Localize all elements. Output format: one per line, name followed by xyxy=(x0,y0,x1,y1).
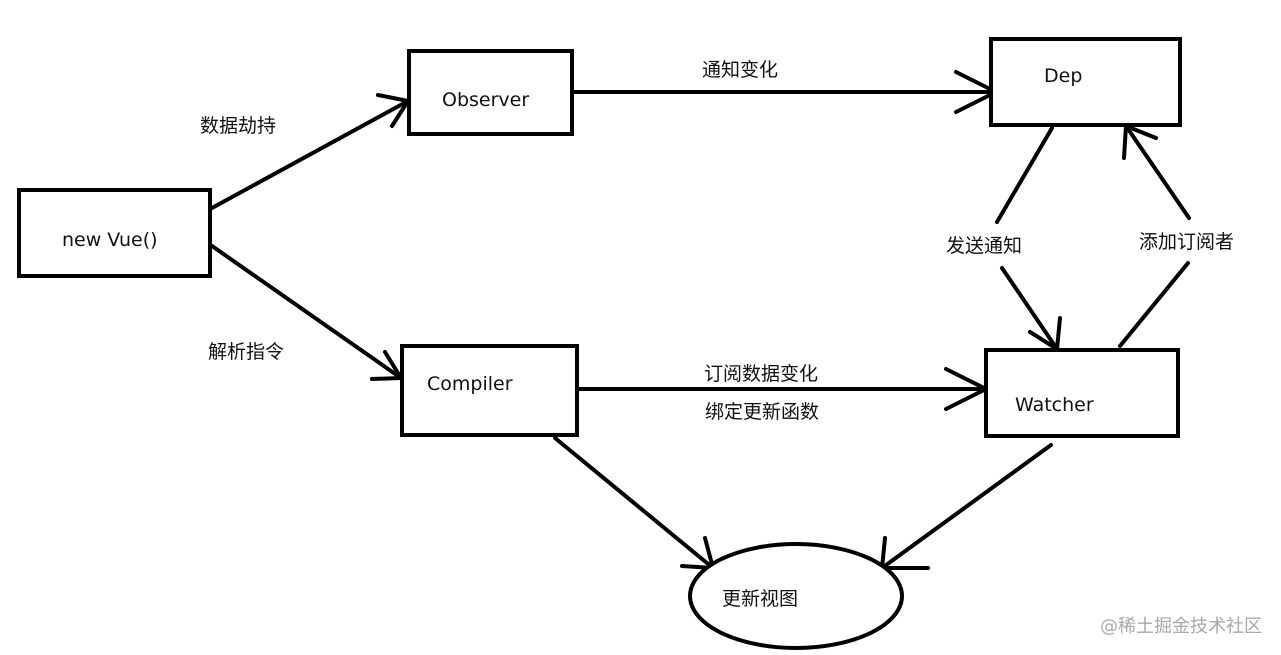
edge-compiler-to-view xyxy=(553,436,715,570)
edge-label-parse-directives: 解析指令 xyxy=(208,341,284,363)
node-update-view: 更新视图 xyxy=(688,542,904,650)
edge-label-notify-change: 通知变化 xyxy=(702,59,778,81)
node-new-vue-label: new Vue() xyxy=(62,229,158,251)
edge-watcher-to-view xyxy=(880,443,1053,570)
node-watcher: Watcher xyxy=(984,348,1180,438)
edge-label-hijack-data: 数据劫持 xyxy=(200,115,276,137)
node-observer: Observer xyxy=(407,49,574,136)
node-watcher-label: Watcher xyxy=(1015,394,1094,416)
node-dep-label: Dep xyxy=(1044,65,1082,87)
node-new-vue: new Vue() xyxy=(17,188,212,278)
node-observer-label: Observer xyxy=(442,89,529,111)
edge-observer-to-dep xyxy=(571,70,998,114)
node-update-view-label: 更新视图 xyxy=(722,588,798,610)
edge-label-bind-update-function: 绑定更新函数 xyxy=(705,401,819,423)
edge-label-subscribe-data-change: 订阅数据变化 xyxy=(704,363,818,385)
node-compiler: Compiler xyxy=(400,344,579,437)
edge-label-add-subscriber: 添加订阅者 xyxy=(1139,231,1234,253)
edge-newvue-to-observer xyxy=(210,93,410,210)
edge-label-send-notification: 发送通知 xyxy=(946,235,1022,257)
node-dep: Dep xyxy=(989,37,1182,127)
watermark-text: @稀土掘金技术社区 xyxy=(1100,616,1262,637)
node-compiler-label: Compiler xyxy=(427,373,513,395)
